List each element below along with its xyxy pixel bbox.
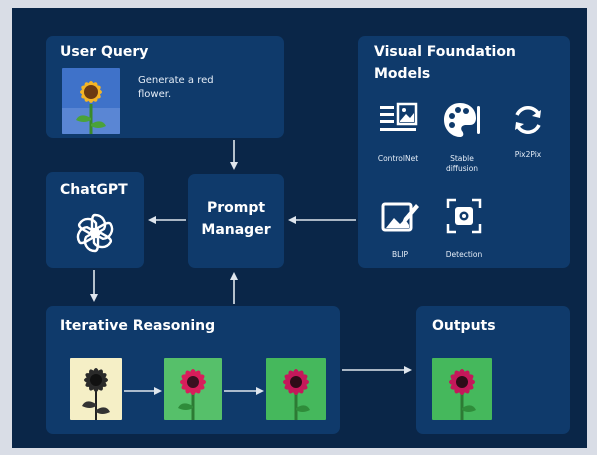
output-flower-image — [432, 358, 492, 420]
chatgpt-box: ChatGPT — [46, 172, 144, 268]
prompt-manager-box: Prompt Manager — [188, 174, 284, 268]
outputs-box: Outputs — [416, 306, 570, 434]
sketch-flower-image — [70, 358, 122, 420]
tool-label-stable: Stable — [450, 154, 474, 163]
image-text-icon — [380, 102, 418, 131]
tool-label-diffusion: diffusion — [445, 164, 479, 173]
refresh-icon — [515, 106, 541, 134]
tool-label-blip: BLIP — [391, 250, 409, 259]
prompt-manager-title-line1: Prompt — [206, 200, 266, 216]
prompt-manager-title-line2: Manager — [201, 222, 271, 238]
detection-icon — [446, 198, 482, 234]
visual-foundation-models-box: Visual Foundation Models ControlNet Stab… — [358, 36, 570, 268]
tool-label-controlnet: ControlNet — [377, 154, 419, 163]
image-edit-icon — [381, 202, 419, 232]
vfm-title-line2: Models — [374, 66, 431, 82]
vfm-title-line1: Visual Foundation — [374, 44, 516, 60]
user-query-title: User Query — [60, 44, 149, 60]
iterative-reasoning-box: Iterative Reasoning — [46, 306, 340, 434]
tool-label-detection: Detection — [445, 250, 483, 259]
iterative-reasoning-title: Iterative Reasoning — [60, 318, 216, 334]
user-query-text-line1: Generate a red — [138, 75, 214, 86]
outputs-title: Outputs — [432, 318, 496, 334]
palette-icon — [444, 103, 480, 137]
user-query-box: User Query Generate a red flower. — [46, 36, 284, 138]
red-flower-image-2 — [266, 358, 326, 420]
sunflower-image — [62, 68, 120, 134]
chatgpt-title: ChatGPT — [60, 182, 128, 198]
openai-logo-icon — [76, 213, 114, 253]
red-flower-image-1 — [164, 358, 222, 420]
user-query-text-line2: flower. — [138, 89, 172, 100]
tool-label-pix2pix: Pix2Pix — [514, 150, 542, 159]
diagram-canvas: User Query Generate a red flower. — [12, 8, 587, 448]
